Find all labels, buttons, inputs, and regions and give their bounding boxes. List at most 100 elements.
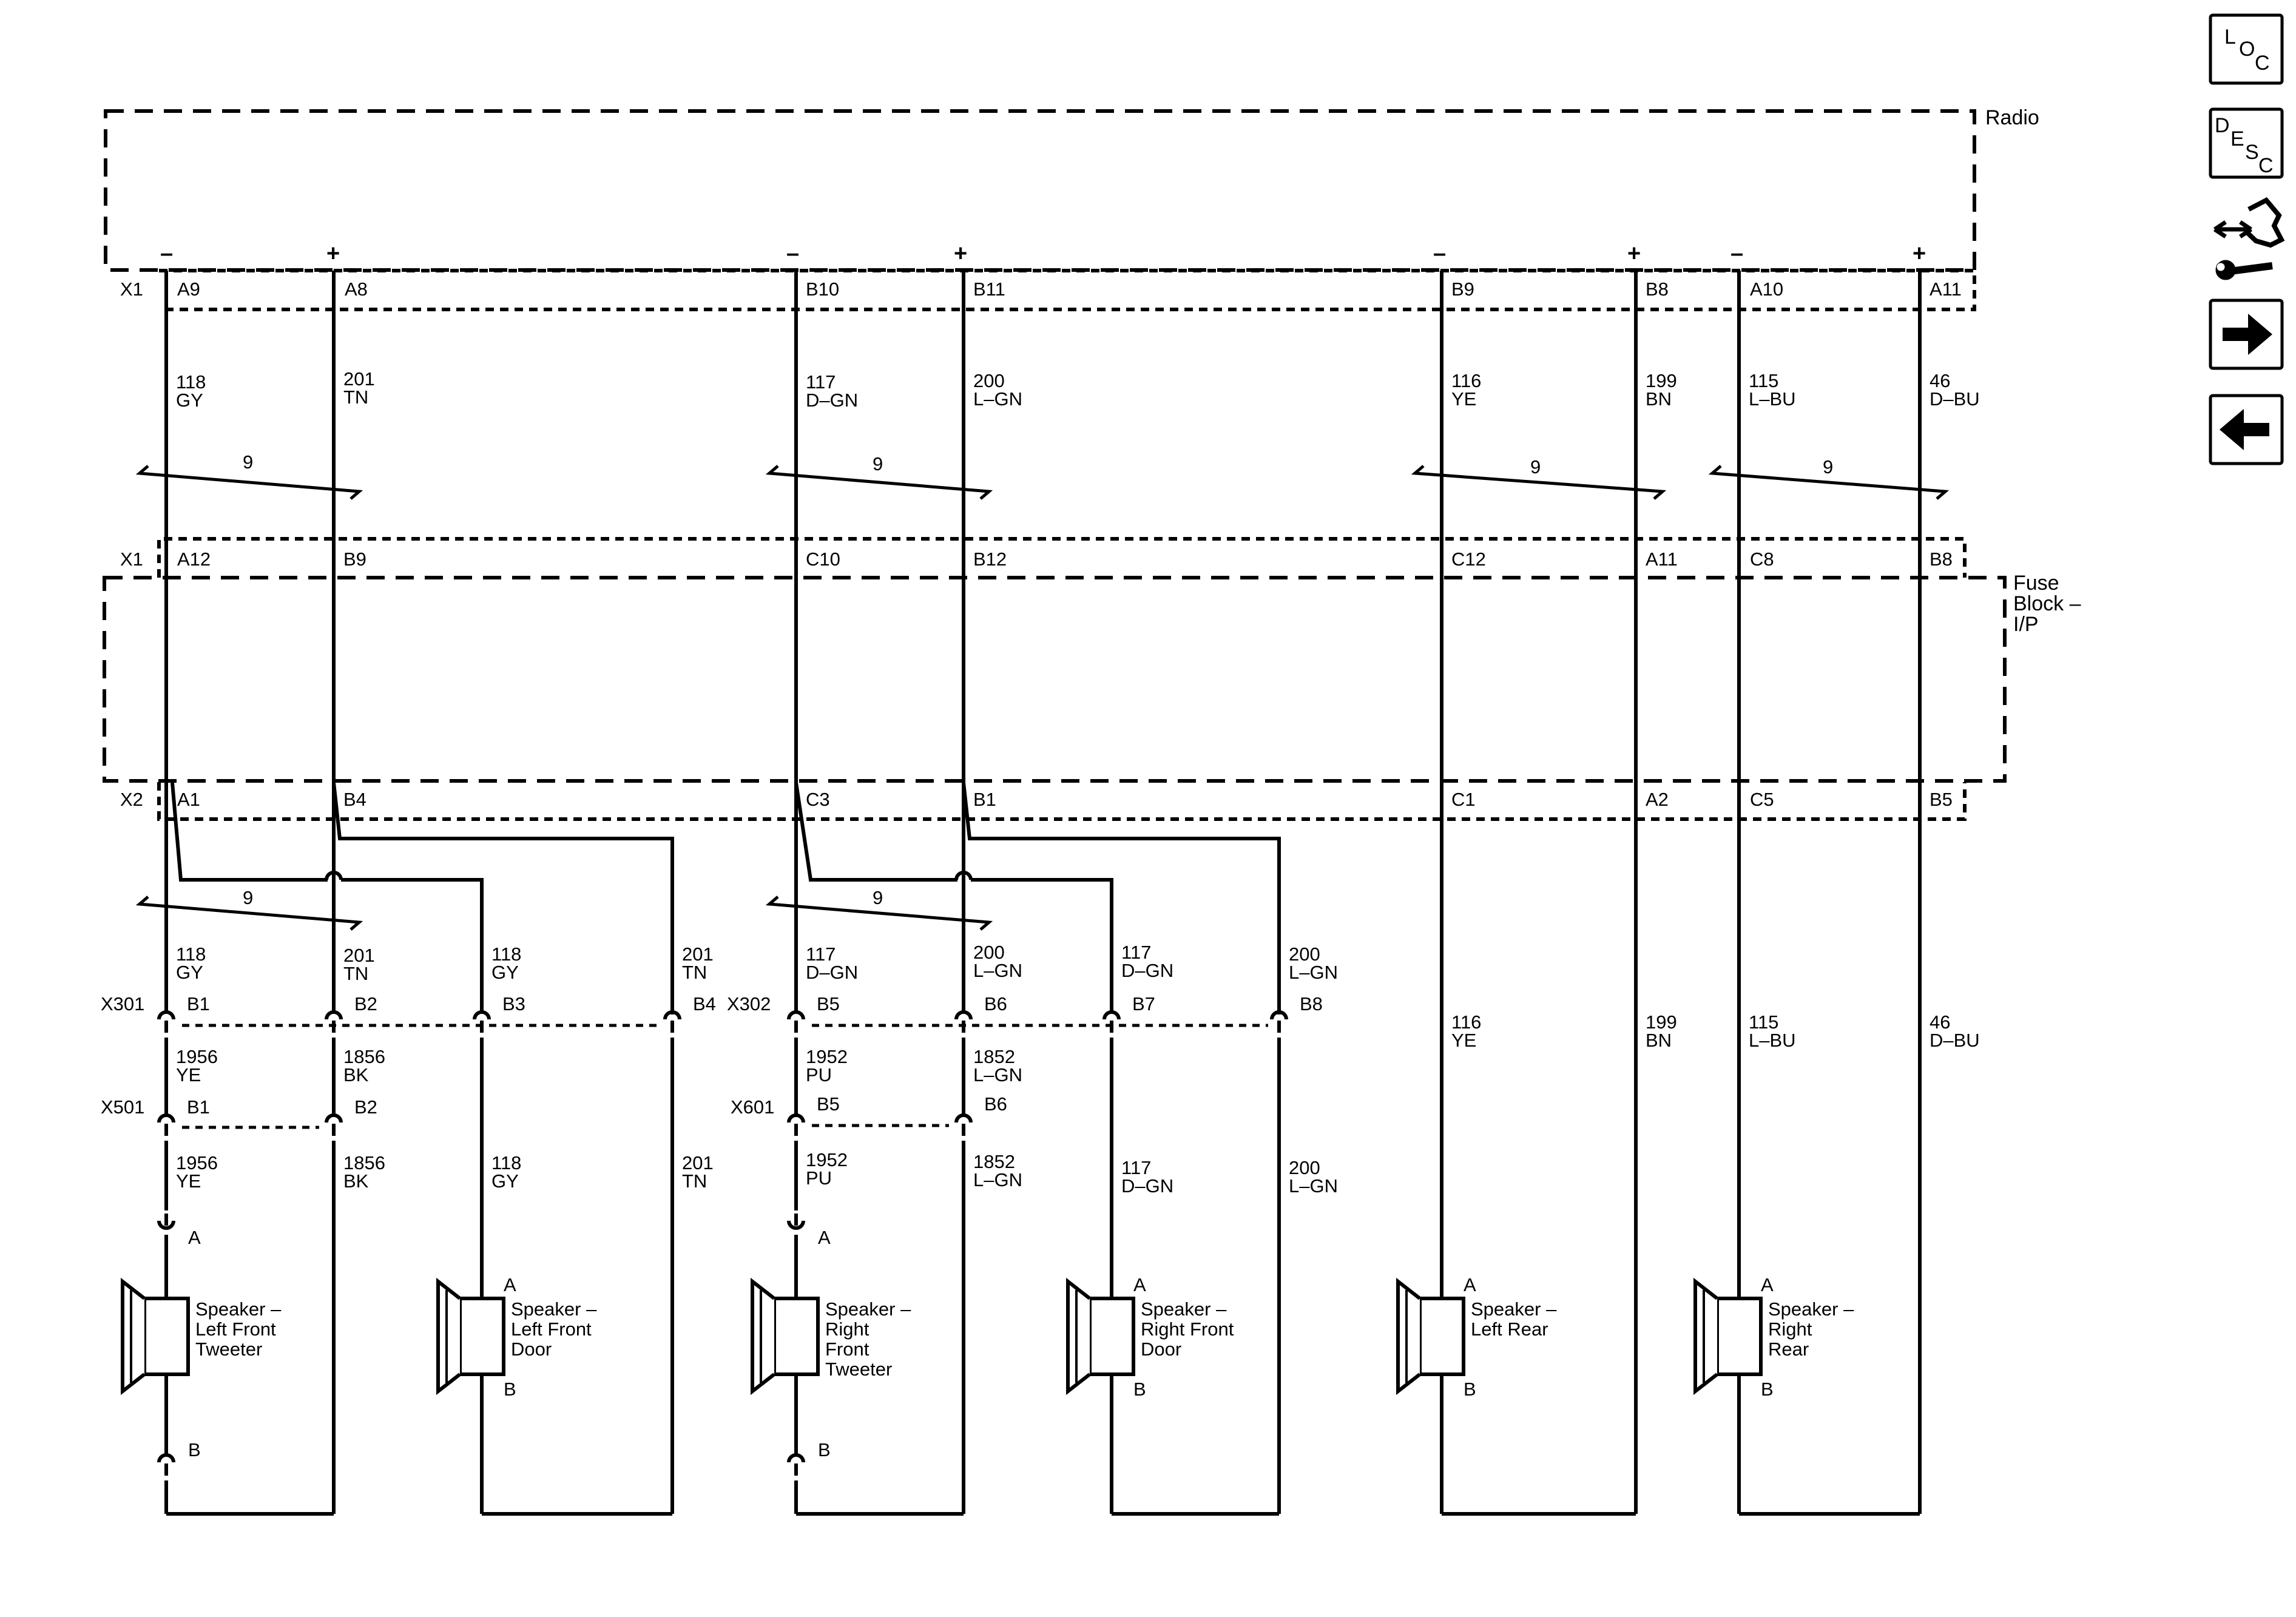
svg-text:D–BU: D–BU (1930, 388, 1980, 410)
fuse-x1-label: X1 (120, 549, 143, 570)
connector-cavity (157, 1453, 175, 1463)
svg-text:1952: 1952 (806, 1046, 848, 1067)
connector-wrench-icon[interactable] (2213, 197, 2285, 280)
connector-cavity (157, 1010, 175, 1020)
svg-text:9: 9 (1823, 456, 1833, 478)
prev-page-button[interactable] (2209, 394, 2284, 465)
svg-text:YE: YE (176, 1170, 201, 1192)
speaker-label: Left Rear (1471, 1318, 1548, 1340)
svg-text:BK: BK (343, 1064, 369, 1085)
svg-text:46: 46 (1930, 370, 1950, 391)
inline-connector-x302: X302 B5 B6 B7 B8 (727, 993, 1323, 1027)
mid-wire-labels: 118 GY 201 TN 118 GY 201 TN 117 D–GN 200… (176, 942, 1980, 1051)
svg-text:L–GN: L–GN (973, 388, 1022, 410)
svg-text:1852: 1852 (973, 1046, 1015, 1067)
svg-text:A1: A1 (177, 789, 200, 810)
svg-text:B1: B1 (973, 789, 996, 810)
svg-text:118: 118 (176, 371, 206, 393)
svg-text:BN: BN (1646, 388, 1672, 410)
inline-connector-x601: X601 B5 B6 (731, 1093, 1007, 1127)
svg-text:116: 116 (1451, 1011, 1481, 1033)
polarity-marks: – + – + – + – + (160, 241, 1926, 266)
svg-text:C12: C12 (1451, 549, 1486, 570)
next-page-button[interactable] (2209, 299, 2284, 370)
desc-button[interactable]: D E S C (2209, 107, 2284, 179)
svg-text:C5: C5 (1750, 789, 1774, 810)
svg-text:1856: 1856 (343, 1152, 385, 1173)
svg-text:C10: C10 (806, 549, 840, 570)
svg-text:–: – (1730, 241, 1743, 266)
svg-text:201: 201 (343, 368, 375, 390)
svg-text:TN: TN (343, 963, 368, 984)
svg-text:X301: X301 (101, 993, 144, 1014)
svg-text:9: 9 (873, 887, 883, 908)
svg-text:9: 9 (243, 451, 253, 473)
svg-text:201: 201 (682, 1152, 714, 1173)
svg-text:B6: B6 (984, 1093, 1007, 1115)
twisted-pair-markers-upper (135, 465, 1950, 500)
svg-text:Fuse: Fuse (2013, 572, 2059, 595)
svg-text:199: 199 (1646, 1011, 1677, 1033)
speaker-pin-b: B (1464, 1379, 1476, 1400)
svg-text:BK: BK (343, 1170, 369, 1192)
svg-text:115: 115 (1749, 370, 1778, 391)
speaker-label: Speaker – (1471, 1298, 1557, 1320)
svg-text:B4: B4 (343, 789, 366, 810)
svg-text:200: 200 (973, 942, 1005, 963)
connector-pin (164, 1021, 168, 1033)
svg-text:C1: C1 (1451, 789, 1476, 810)
twisted-pair-labels-upper: 9 9 9 9 (243, 451, 1833, 478)
svg-text:B11: B11 (973, 279, 1005, 300)
speaker-pin-a: A (1464, 1274, 1476, 1295)
svg-text:D–GN: D–GN (1121, 960, 1173, 981)
svg-text:GY: GY (176, 962, 203, 983)
svg-text:118: 118 (176, 944, 206, 965)
svg-text:L–GN: L–GN (1289, 1175, 1338, 1197)
svg-text:200: 200 (1289, 1157, 1320, 1178)
speaker-pin-b: B (504, 1379, 516, 1400)
svg-text:200: 200 (973, 370, 1005, 391)
connector-pin (480, 1021, 484, 1033)
speaker-pin-a: A (818, 1227, 831, 1248)
speaker-pin-a: A (1133, 1274, 1146, 1295)
svg-text:–: – (1433, 241, 1446, 266)
svg-text:GY: GY (176, 390, 203, 411)
svg-text:L–GN: L–GN (1289, 962, 1338, 983)
speaker-label: Door (1141, 1338, 1181, 1360)
svg-text:1956: 1956 (176, 1152, 218, 1173)
svg-text:117: 117 (1121, 1157, 1151, 1178)
svg-text:1856: 1856 (343, 1046, 385, 1067)
speaker-label: Left Front (511, 1318, 592, 1340)
connector-pin (164, 1124, 168, 1136)
svg-text:9: 9 (873, 453, 883, 474)
main-wires (164, 271, 1922, 1514)
loc-letter-l: L (2224, 25, 2236, 49)
connector-cavity (954, 1113, 973, 1123)
svg-text:D–GN: D–GN (806, 962, 858, 983)
radio-connector-x1: X1 (120, 269, 1976, 311)
fuse-block-connector-x1: X1 (120, 537, 1967, 578)
svg-text:B2: B2 (354, 1096, 377, 1118)
desc-letter-c: C (2258, 154, 2274, 177)
svg-text:B7: B7 (1132, 993, 1155, 1014)
inline-connector-x301: X301 B1 B2 B3 B4 (101, 993, 716, 1027)
connector-pin (164, 1463, 168, 1476)
speaker-label: Speaker – (1768, 1298, 1854, 1320)
svg-text:+: + (954, 241, 967, 266)
svg-text:Block –: Block – (2013, 592, 2081, 615)
svg-text:B4: B4 (693, 993, 716, 1014)
svg-text:201: 201 (682, 944, 714, 965)
connector-cavity (787, 1010, 805, 1020)
speaker-pin-b: B (188, 1439, 201, 1460)
svg-text:1956: 1956 (176, 1046, 218, 1067)
connector-cavity (157, 1220, 175, 1230)
loc-button[interactable]: L O C (2209, 13, 2284, 85)
svg-text:TN: TN (682, 1170, 707, 1192)
svg-text:–: – (786, 241, 799, 266)
svg-text:L–BU: L–BU (1749, 1030, 1796, 1051)
connector-cavity (663, 1010, 681, 1020)
